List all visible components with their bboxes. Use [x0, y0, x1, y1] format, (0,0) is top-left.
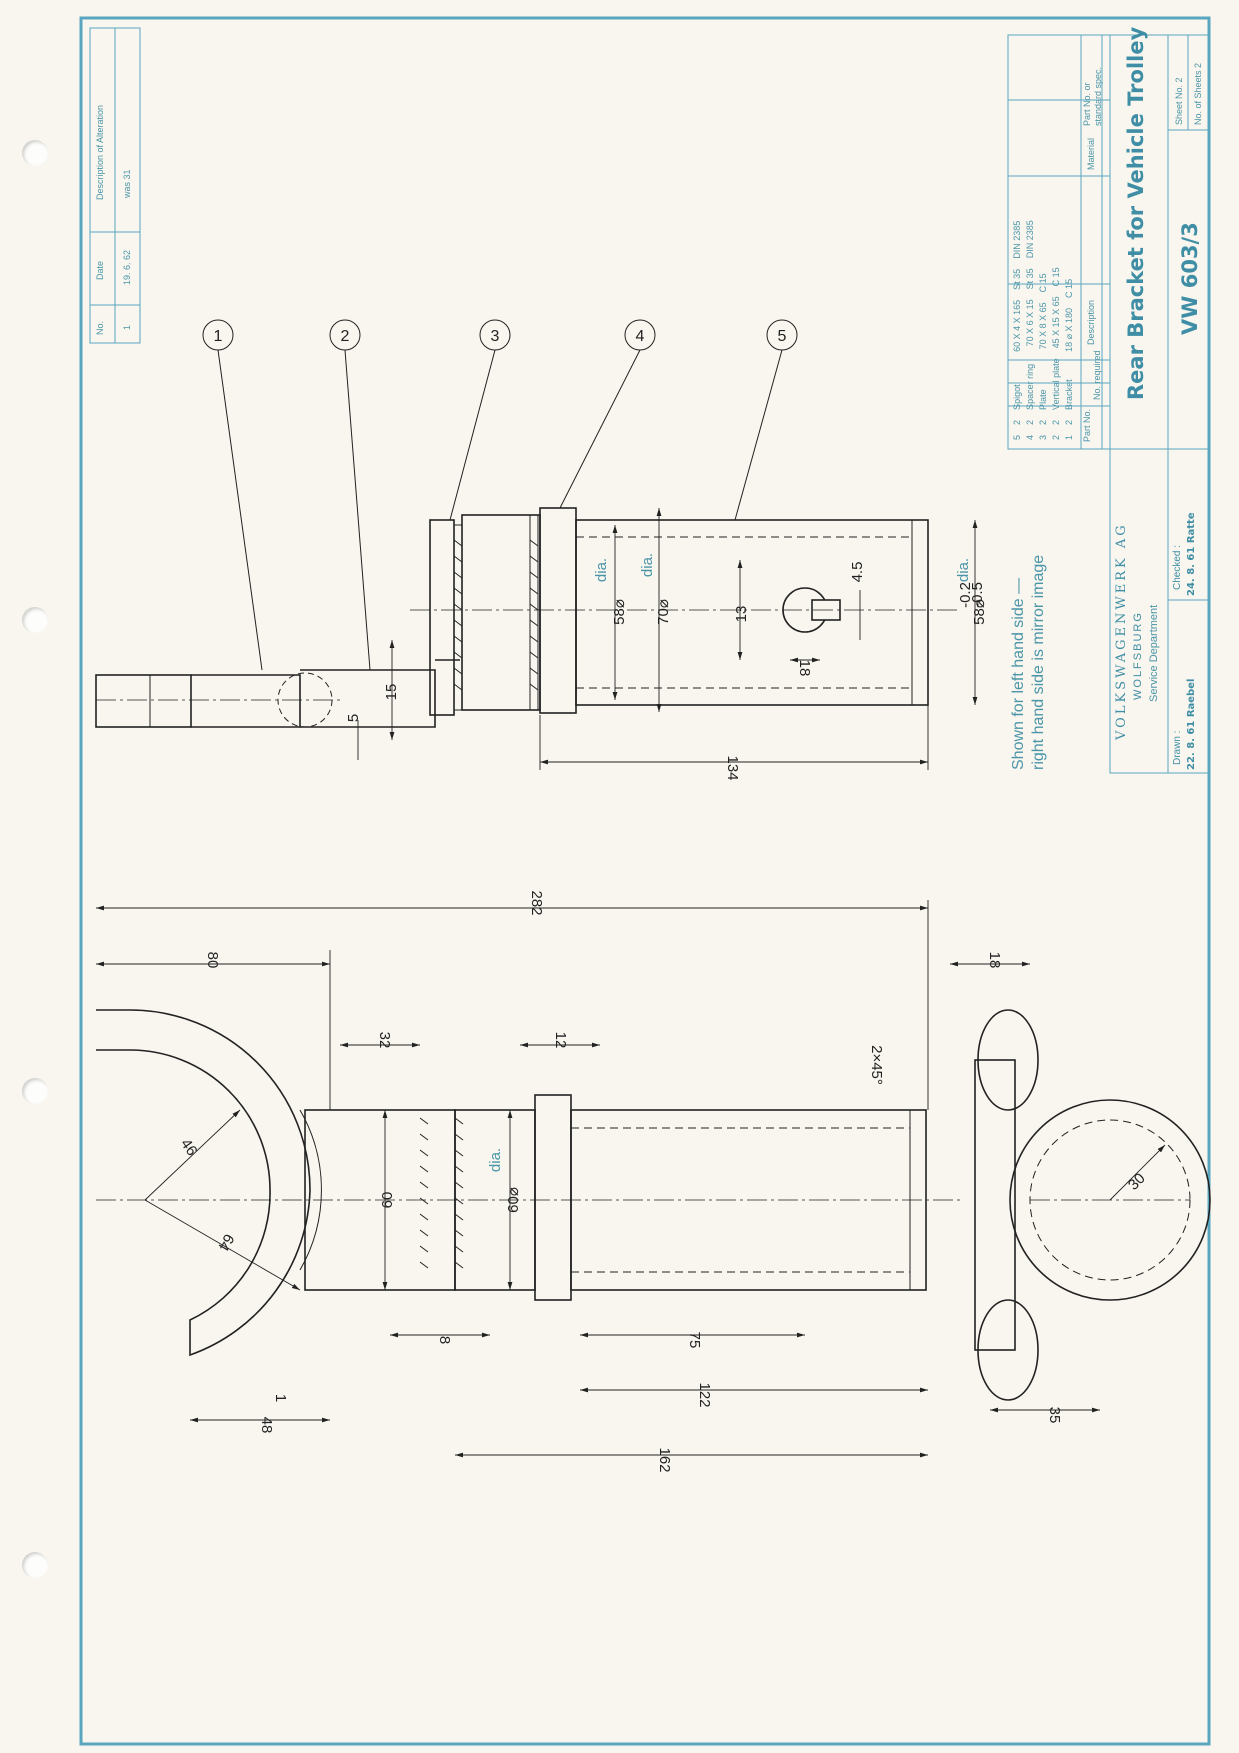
dim-tol-lower: -0.5 — [969, 582, 986, 608]
dim-35: 35 — [1046, 1407, 1063, 1424]
parts-row-2: 2 2 Vertical plate 45 X 15 X 65 C 15 — [1051, 267, 1061, 440]
dim-r64: 64 — [214, 1231, 237, 1254]
parts-header-part-no: Part No. — [1082, 408, 1092, 442]
punch-hole — [22, 140, 48, 166]
dim-5: 5 — [345, 714, 362, 722]
company-department: Service Department — [1148, 604, 1160, 702]
title-block — [1007, 34, 1209, 774]
punch-hole — [22, 1078, 48, 1104]
punch-hole — [22, 607, 48, 633]
dim-70-dia-label: dia. — [639, 553, 656, 577]
punch-hole — [22, 1552, 48, 1578]
parts-row-4: 4 2 Spacer ring 70 X 6 X 15 St 35 DIN 23… — [1025, 220, 1035, 440]
dim-18: 18 — [796, 660, 813, 677]
dim-60-dia: 60⌀ — [505, 1187, 522, 1213]
drawing-title: Rear Bracket for Vehicle Trolley — [1124, 26, 1148, 400]
dim-70-dia: 70⌀ — [655, 599, 672, 625]
dim-58-tol: 58⌀ — [971, 599, 988, 625]
dim-80: 80 — [204, 952, 221, 969]
mirror-note-line2: right hand side is mirror image — [1030, 554, 1047, 770]
weld-hatch-top — [453, 539, 539, 691]
drawn-value: 22. 8. 61 Raebel — [1186, 678, 1197, 770]
dim-48-ref: 1 — [272, 1394, 289, 1402]
drawing-number: VW 603/3 — [1178, 222, 1202, 335]
alt-row-date: 19. 6. 62 — [122, 249, 132, 285]
dim-15: 15 — [383, 684, 400, 701]
parts-row-1: 1 2 Bracket 18 ⌀ X 180 C 15 — [1064, 278, 1074, 440]
dim-18-side: 18 — [986, 952, 1003, 969]
parts-header-no-required: No. required — [1092, 350, 1102, 400]
dim-48: 48 — [258, 1417, 275, 1434]
callout-leaders — [202, 319, 798, 671]
company-name: VOLKSWAGENWERK AG — [1114, 522, 1129, 740]
company-city: WOLFSBURG — [1132, 611, 1144, 700]
parts-header-standard: Part No. or standard spec. — [1082, 66, 1103, 126]
dim-122: 122 — [696, 1382, 713, 1407]
dim-282: 282 — [528, 890, 545, 915]
alt-header-no: No. — [95, 320, 105, 335]
mirror-note-line1: Shown for left hand side — — [1010, 577, 1027, 770]
dim-60-dia-label: dia. — [487, 1148, 504, 1172]
sheet-no: Sheet No. 2 — [1174, 77, 1184, 125]
dim-r46: 46 — [177, 1136, 200, 1159]
alteration-table — [89, 27, 141, 344]
dim-58-tol-label: dia. — [955, 558, 972, 582]
dim-58-dia: 58⌀ — [611, 599, 628, 625]
callout-1: 1 — [214, 328, 223, 345]
dim-60: 60 — [379, 1192, 396, 1209]
border-frame — [79, 16, 1211, 1746]
callout-5: 5 — [778, 328, 787, 345]
side-dimension-lines — [96, 900, 1166, 1458]
parts-header-material: Material — [1086, 137, 1096, 170]
dim-162: 162 — [656, 1447, 673, 1472]
dim-8: 8 — [436, 1336, 453, 1344]
drawn-label: Drawn : — [1172, 730, 1183, 765]
callout-2: 2 — [341, 328, 350, 345]
dim-12: 12 — [552, 1032, 569, 1049]
alt-row-no: 1 — [122, 324, 132, 330]
alt-row-description: was 31 — [122, 169, 132, 198]
callout-3: 3 — [491, 328, 500, 345]
parts-header-description: Description — [1086, 299, 1096, 345]
checked-label: Checked : — [1172, 544, 1183, 590]
parts-row-3: 3 2 Plate 70 X 8 X 65 C 15 — [1038, 273, 1048, 440]
alt-header-description: Description of Alteration — [95, 104, 105, 200]
weld-hatch-side — [419, 1117, 464, 1269]
dim-r30: 30 — [1125, 1170, 1149, 1194]
alt-header-date: Date — [95, 260, 105, 280]
callout-4: 4 — [636, 328, 645, 345]
dim-tol-upper: -0.2 — [957, 582, 974, 608]
dim-75: 75 — [686, 1332, 703, 1349]
checked-value: 24. 8. 61 Ratte — [1186, 512, 1197, 596]
top-dimension-lines — [357, 508, 978, 770]
dim-58-dia-label: dia. — [593, 558, 610, 582]
dim-134: 134 — [724, 755, 741, 780]
dim-32: 32 — [376, 1032, 393, 1049]
dim-13: 13 — [733, 606, 750, 623]
parts-row-5: 5 2 Spigot 60 X 4 X 165 St 35 DIN 2385 — [1012, 220, 1022, 440]
dim-chamfer: 2×45° — [868, 1045, 885, 1085]
sheets-total: No. of Sheets 2 — [1193, 62, 1203, 125]
side-view — [96, 1009, 1211, 1401]
dim-4-5: 4.5 — [849, 562, 866, 583]
top-view — [95, 507, 960, 728]
